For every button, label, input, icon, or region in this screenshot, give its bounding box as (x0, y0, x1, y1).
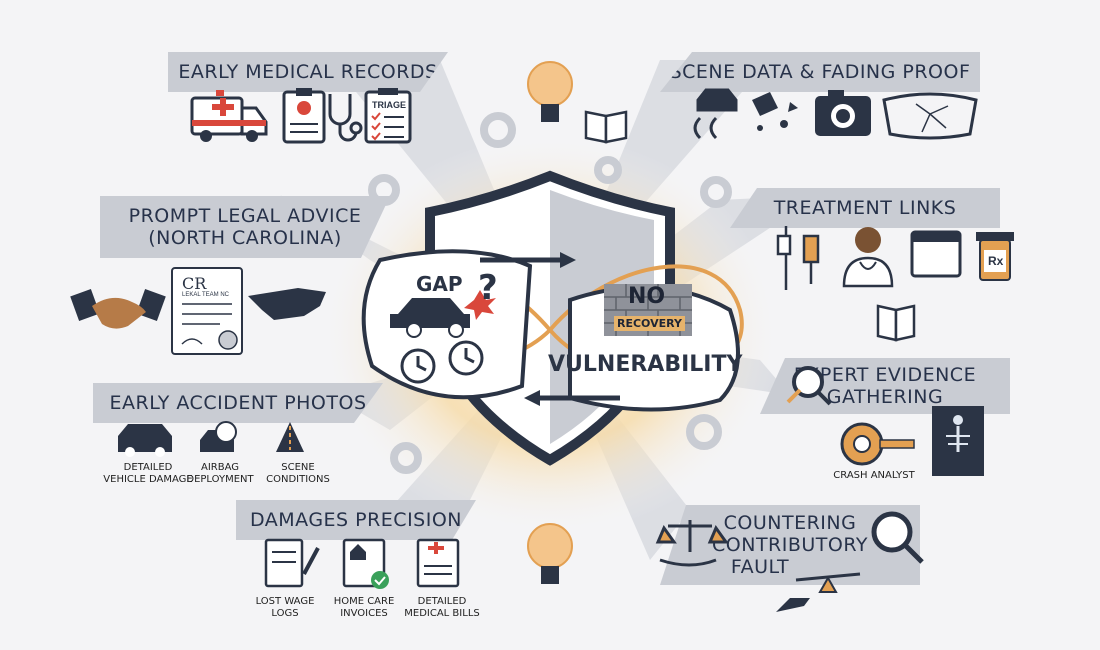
medical-bills-icon (416, 538, 460, 588)
no-label: NO (628, 284, 666, 309)
vulnerability-label: VULNERABILITY (548, 352, 743, 377)
clipboard-icon (282, 88, 326, 144)
skidding-car-icon (693, 88, 738, 140)
home-care-invoice-icon (342, 538, 389, 589)
scene-road-icon (276, 422, 304, 452)
damages-precision-title: DAMAGES PRECISION (249, 509, 463, 531)
countering-title-line3: FAULT (730, 556, 790, 578)
camera-icon (815, 90, 871, 136)
treatment-links-title: TREATMENT LINKS (773, 197, 957, 219)
damages-caption-home-care: HOME CARE INVOICES (333, 596, 395, 619)
airbag-icon (200, 421, 237, 452)
calendar-icon (910, 230, 962, 278)
rx-label: Rx (988, 254, 1004, 268)
legal-document-icon (171, 267, 243, 355)
magnifier-icon (786, 366, 832, 406)
balance-hand-icon (776, 572, 861, 612)
wage-log-icon (264, 538, 320, 588)
early-accident-photos-banner: EARLY ACCIDENT PHOTOS (93, 383, 383, 423)
car-icon (390, 298, 470, 338)
triage-label: TRIAGE (372, 100, 407, 110)
prompt-legal-title-line1: PROMPT LEGAL ADVICE (128, 205, 362, 227)
stethoscope-icon (328, 94, 363, 142)
damages-caption-medical-bills: DETAILED MEDICAL BILLS (404, 596, 480, 619)
book-icon-right (876, 304, 916, 342)
photo-caption-scene: SCENE CONDITIONS (266, 462, 330, 485)
lightbulb-icon-bottom (527, 523, 573, 584)
photo-caption-airbag: AIRBAG DEPLOYMENT (186, 462, 254, 485)
photo-caption-vehicle-damage: DETAILED VEHICLE DAMAGE (103, 462, 193, 485)
north-carolina-map-icon (248, 288, 326, 320)
debris-icon (752, 92, 798, 131)
handshake-icon (70, 289, 166, 329)
triage-clipboard-icon (364, 88, 412, 144)
expert-evidence-title-line2: GATHERING (826, 386, 944, 408)
question-mark: ? (478, 268, 498, 308)
countering-title-line1: COUNTERING (723, 512, 857, 534)
xray-icon (932, 406, 984, 476)
document-logo: CR (182, 274, 207, 293)
document-subtitle: LEKAL TEAM NC (182, 292, 230, 298)
gear-icon (368, 112, 732, 474)
early-accident-photos-title: EARLY ACCIDENT PHOTOS (109, 392, 367, 414)
countering-fault-banner: COUNTERING CONTRIBUTORY FAULT (660, 505, 920, 585)
clock-icon (400, 340, 484, 384)
damages-precision-banner: DAMAGES PRECISION (236, 500, 476, 540)
gap-label: GAP (416, 272, 463, 296)
prescription-bottle-icon (976, 232, 1014, 281)
impact-icon (464, 290, 496, 320)
prompt-legal-title-line2: (NORTH CAROLINA) (148, 227, 342, 249)
countering-title-line2: CONTRIBUTORY (712, 534, 868, 556)
lightbulb-icon-top (527, 61, 573, 122)
scene-data-banner: SCENE DATA & FADING PROOF (660, 52, 980, 92)
expert-evidence-banner: EXPERT EVIDENCE GATHERING (760, 358, 1010, 414)
tape-measure-icon (840, 422, 915, 466)
scales-of-justice-icon (655, 520, 729, 567)
cracked-windshield-icon (882, 92, 978, 140)
doctor-icon (842, 227, 894, 288)
book-icon-top (584, 110, 628, 144)
ambulance-icon (190, 90, 268, 142)
scene-data-title: SCENE DATA & FADING PROOF (669, 61, 971, 83)
damaged-car-icon (118, 424, 172, 457)
damages-caption-lost-wage: LOST WAGE LOGS (255, 596, 315, 619)
treatment-links-banner: TREATMENT LINKS (730, 188, 1000, 228)
early-medical-records-title: EARLY MEDICAL RECORDS (178, 61, 438, 83)
iv-drip-icon (776, 226, 820, 290)
early-medical-records-banner: EARLY MEDICAL RECORDS (168, 52, 448, 92)
expert-evidence-title-line1: EXPERT EVIDENCE (793, 364, 977, 386)
crash-analyst-label: CRASH ANALYST (833, 470, 915, 481)
search-magnifier-icon (871, 511, 924, 564)
prompt-legal-banner: PROMPT LEGAL ADVICE (NORTH CAROLINA) (100, 196, 390, 258)
recovery-label: RECOVERY (614, 316, 685, 331)
